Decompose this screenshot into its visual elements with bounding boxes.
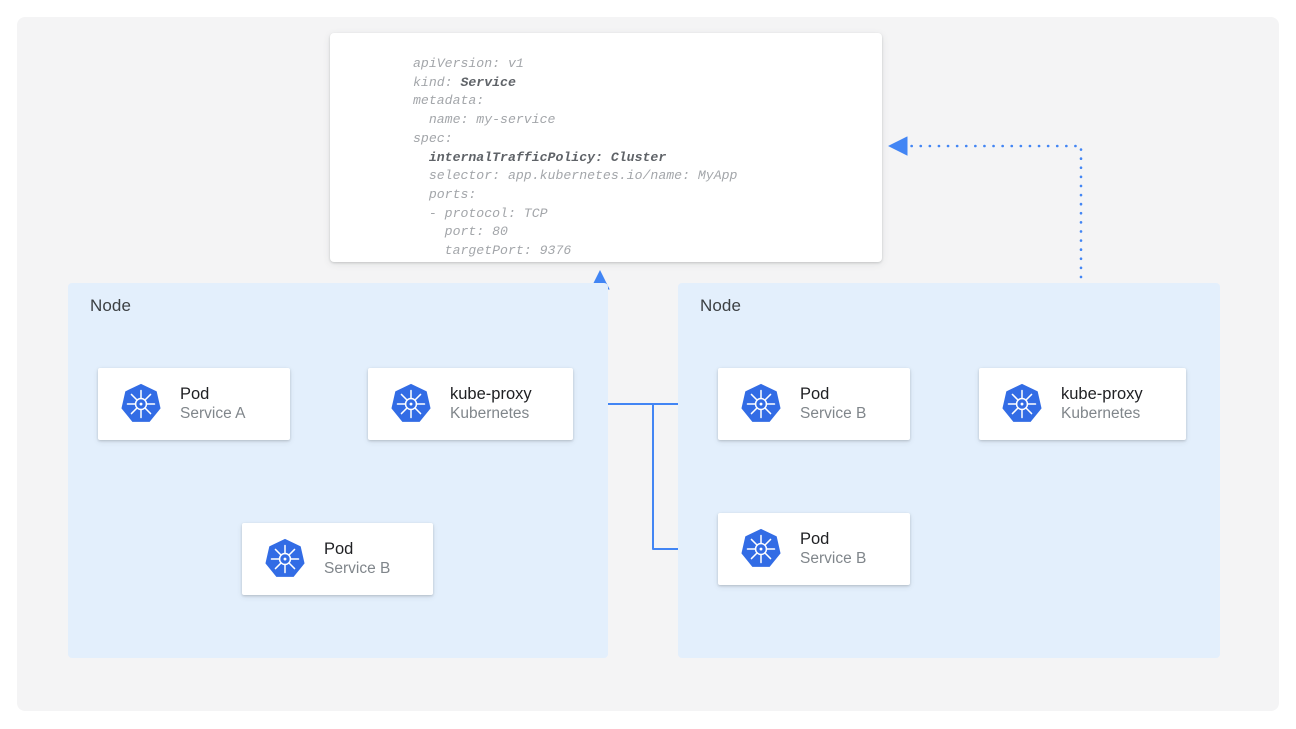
card-subtitle: Service B — [324, 559, 391, 577]
card-title: Pod — [324, 540, 354, 559]
card-title: Pod — [800, 530, 830, 549]
card-title: kube-proxy — [1061, 385, 1143, 404]
card-title: Pod — [180, 385, 210, 404]
card-text: kube-proxy Kubernetes — [450, 385, 532, 423]
kubernetes-icon — [999, 381, 1045, 427]
card-title: kube-proxy — [450, 385, 532, 404]
card-pod-service-b-left[interactable]: Pod Service B — [242, 523, 433, 595]
kubernetes-icon — [262, 536, 308, 582]
kubernetes-icon — [738, 526, 784, 572]
card-title: Pod — [800, 385, 830, 404]
node-box-right: Node — [678, 283, 1220, 658]
card-subtitle: Service A — [180, 404, 246, 422]
card-text: Pod Service B — [800, 530, 866, 568]
card-pod-service-b-right-bottom[interactable]: Pod Service B — [718, 513, 910, 585]
card-text: Pod Service B — [800, 385, 866, 423]
kubernetes-icon — [388, 381, 434, 427]
card-pod-service-a[interactable]: Pod Service A — [98, 368, 290, 440]
card-subtitle: Service B — [800, 404, 867, 422]
card-kube-proxy-right[interactable]: kube-proxy Kubernetes — [979, 368, 1186, 440]
kubernetes-icon — [738, 381, 784, 427]
service-manifest-code: apiVersion: v1 kind: Service metadata: n… — [413, 56, 738, 259]
node-label-right: Node — [700, 296, 742, 315]
card-pod-service-b-right-top[interactable]: Pod Service B — [718, 368, 910, 440]
kubernetes-icon — [118, 381, 164, 427]
card-subtitle: Kubernetes — [1061, 404, 1141, 422]
node-label-left: Node — [90, 296, 132, 315]
service-manifest-card: apiVersion: v1 kind: Service metadata: n… — [330, 33, 882, 262]
card-text: Pod Service A — [180, 385, 245, 423]
card-subtitle: Service B — [800, 549, 867, 567]
card-kube-proxy-left[interactable]: kube-proxy Kubernetes — [368, 368, 573, 440]
card-text: Pod Service B — [324, 540, 390, 578]
node-box-left: Node — [68, 283, 608, 658]
card-subtitle: Kubernetes — [450, 404, 530, 422]
card-text: kube-proxy Kubernetes — [1061, 385, 1143, 423]
